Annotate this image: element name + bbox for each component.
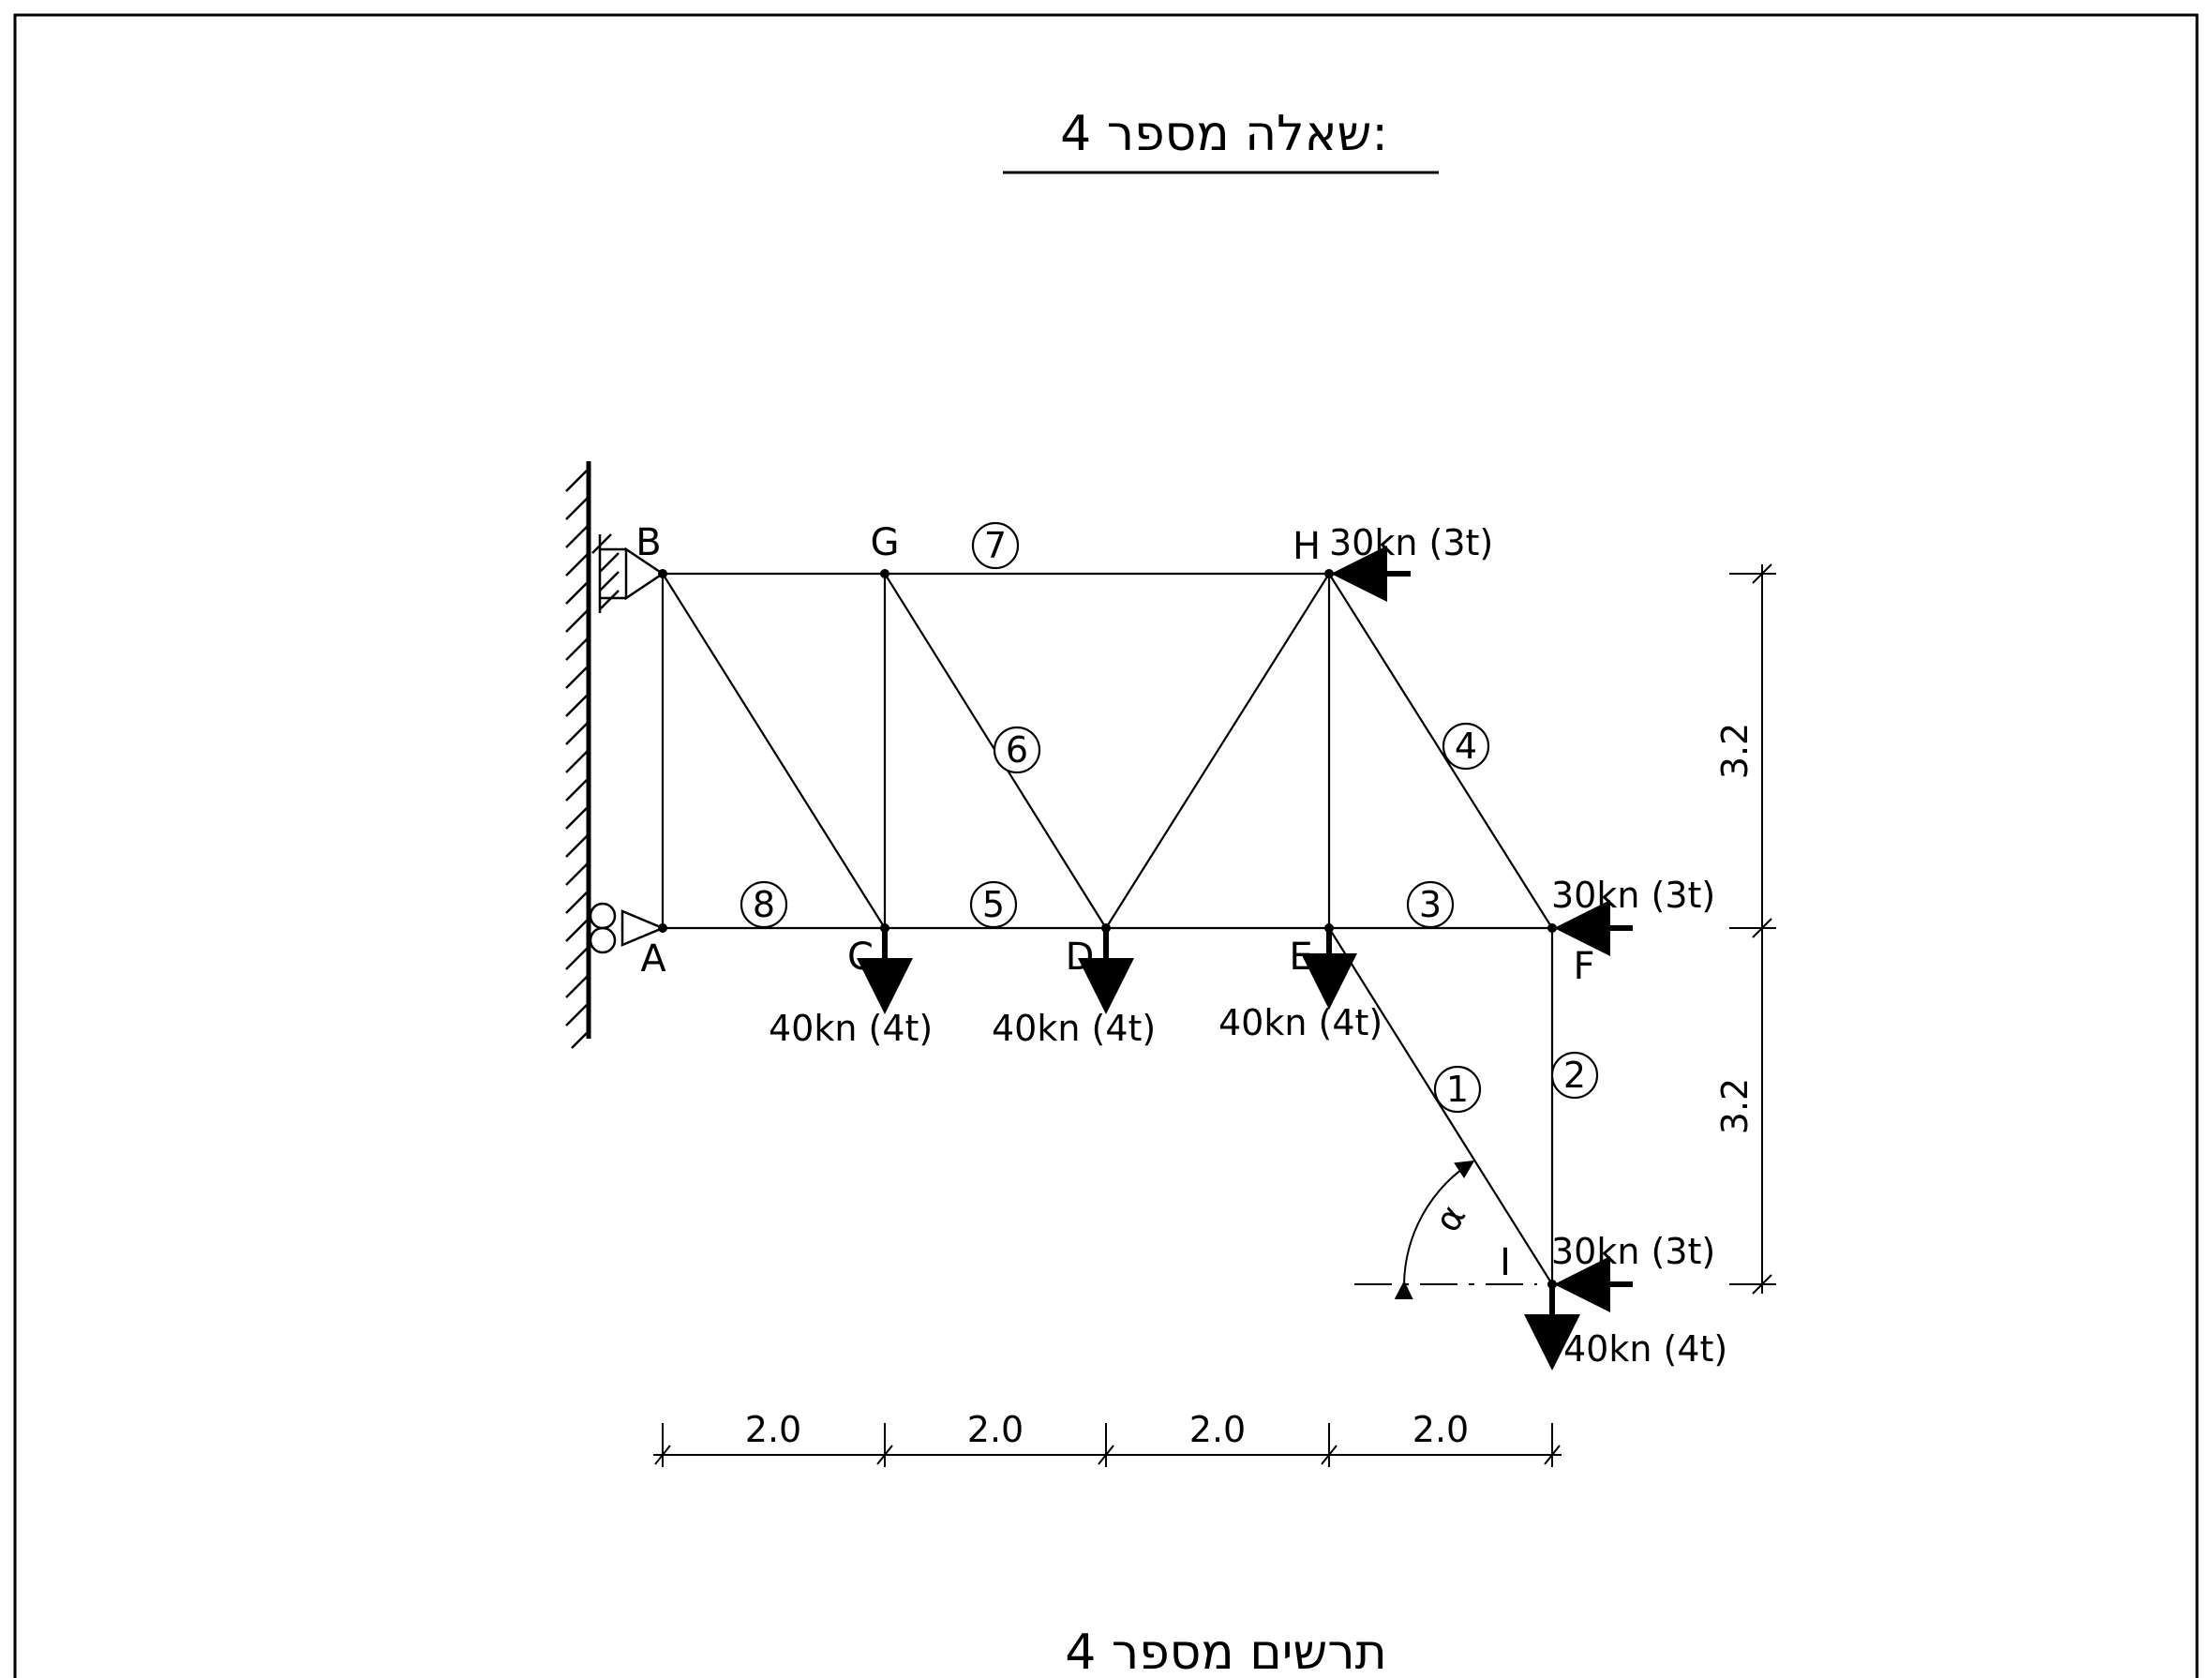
load-label-d: 40kn (4t) — [992, 1008, 1156, 1049]
page-title: שאלה מספר 4: — [1060, 106, 1388, 162]
member-number-6: 6 — [1006, 729, 1028, 771]
load-arrows — [857, 546, 1633, 1371]
load-label-c: 40kn (4t) — [769, 1008, 933, 1049]
dimension-label-v1: 3.2 — [1714, 723, 1756, 779]
member-markers — [740, 521, 1599, 1114]
vertical-dimension-line — [1729, 563, 1776, 1295]
member-marker-8 — [740, 880, 788, 929]
member-marker-5 — [969, 880, 1018, 929]
load-label-i-vertical: 40kn (4t) — [1563, 1328, 1727, 1370]
member-marker-3 — [1406, 880, 1455, 929]
member-number-1: 1 — [1446, 1069, 1469, 1110]
node-label-b: B — [635, 521, 661, 564]
member-number-2: 2 — [1563, 1055, 1586, 1096]
angle-indicator — [1354, 1160, 1537, 1300]
page-border — [13, 13, 2199, 1678]
member-number-3: 3 — [1419, 884, 1442, 925]
node-label-h: H — [1293, 525, 1321, 568]
load-label-h: 30kn (3t) — [1329, 522, 1493, 563]
load-label-e: 40kn (4t) — [1218, 1002, 1382, 1043]
dimension-label-h3: 2.0 — [1189, 1409, 1246, 1450]
figure-caption: תרשים מספר 4 — [1065, 1625, 1387, 1678]
member-marker-6 — [993, 726, 1041, 774]
node-label-a: A — [640, 937, 666, 981]
member-number-4: 4 — [1455, 726, 1477, 767]
node-label-g: G — [871, 521, 900, 564]
pin-support-b — [591, 533, 665, 613]
dimension-label-h1: 2.0 — [745, 1409, 801, 1450]
dimension-label-v2: 3.2 — [1714, 1078, 1756, 1134]
member-marker-1 — [1433, 1065, 1482, 1114]
dimension-label-h4: 2.0 — [1412, 1409, 1469, 1450]
node-label-i: I — [1500, 1241, 1511, 1284]
node-label-d: D — [1066, 936, 1095, 979]
dimension-label-h2: 2.0 — [967, 1409, 1024, 1450]
member-marker-7 — [971, 521, 1020, 570]
member-number-8: 8 — [753, 884, 775, 925]
member-number-7: 7 — [984, 525, 1007, 566]
wall-support — [565, 461, 591, 1049]
node-label-f: F — [1573, 945, 1594, 988]
angle-label: α — [1427, 1198, 1474, 1239]
member-marker-2 — [1550, 1051, 1599, 1100]
node-label-c: C — [847, 936, 874, 979]
member-number-5: 5 — [982, 884, 1005, 925]
truss-members — [661, 572, 1554, 1285]
load-label-f: 30kn (3t) — [1551, 875, 1715, 916]
member-marker-4 — [1442, 722, 1490, 771]
node-label-e: E — [1289, 936, 1312, 979]
horizontal-dimension-line — [653, 1423, 1562, 1467]
load-label-i-horizontal: 30kn (3t) — [1551, 1231, 1715, 1272]
roller-support-a — [589, 902, 666, 954]
